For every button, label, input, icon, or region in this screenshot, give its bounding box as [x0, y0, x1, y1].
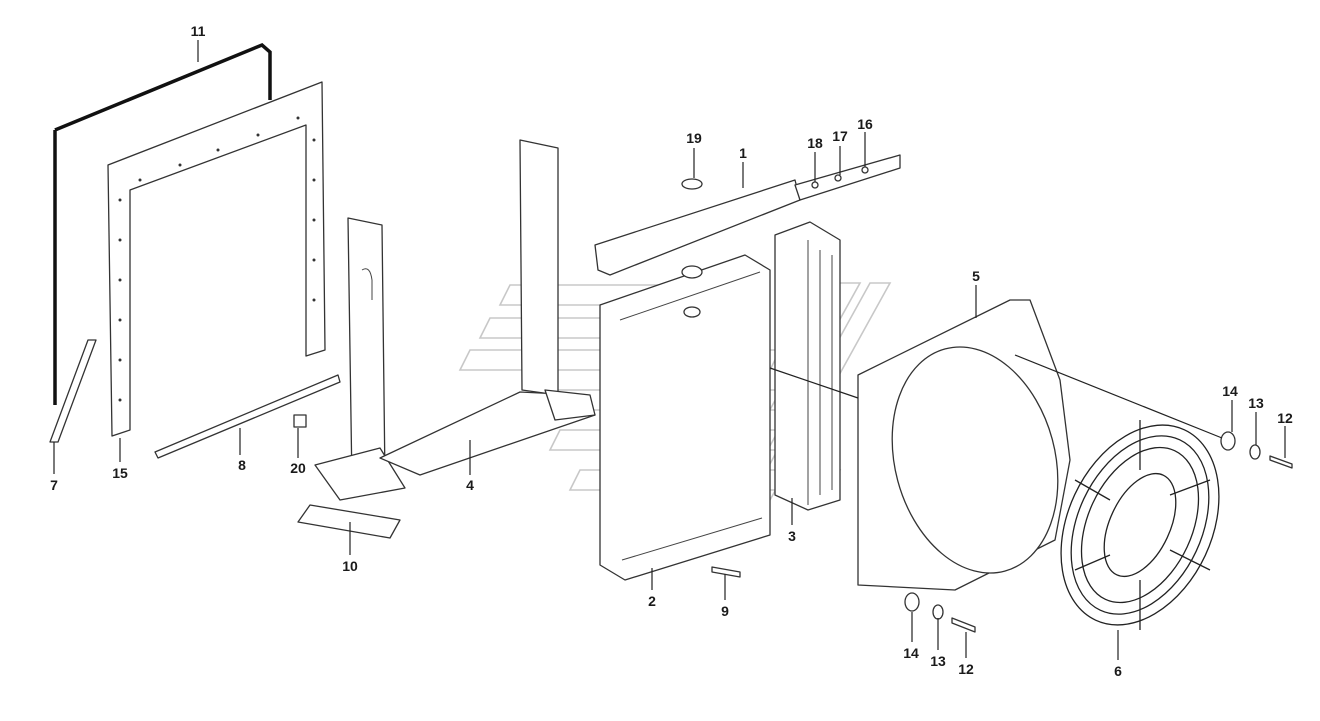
- callout-12-bottom: 12: [958, 661, 974, 677]
- brace-bar: [154, 374, 341, 459]
- callout-8: 8: [238, 457, 246, 473]
- callout-4: 4: [466, 477, 474, 493]
- callout-20: 20: [290, 460, 306, 476]
- leader-lines: [53, 40, 1286, 660]
- fastener-set-bottom: [904, 592, 976, 633]
- fastener-set-right: [1220, 431, 1293, 469]
- callout-13-bottom: 13: [930, 653, 946, 669]
- fan-guard-grille: [1060, 420, 1220, 630]
- top-cover-bracket: [594, 154, 901, 276]
- seal-strip: [53, 42, 272, 405]
- callout-2: 2: [648, 593, 656, 609]
- side-tank: [774, 221, 841, 511]
- callout-6: 6: [1114, 663, 1122, 679]
- fan-shroud: [857, 299, 1071, 591]
- gasket-panel: [107, 81, 326, 437]
- nut: [293, 414, 307, 428]
- callout-16: 16: [857, 116, 873, 132]
- callout-5: 5: [972, 268, 980, 284]
- callout-10: 10: [342, 558, 358, 574]
- callout-19: 19: [686, 130, 702, 146]
- callout-15: 15: [112, 465, 128, 481]
- callout-13-right: 13: [1248, 395, 1264, 411]
- stay-rod: [49, 339, 97, 443]
- callout-1: 1: [739, 145, 747, 161]
- callout-14-right: 14: [1222, 383, 1238, 399]
- base-plate: [297, 504, 401, 539]
- support-bracket: [314, 139, 596, 501]
- callout-9: 9: [721, 603, 729, 619]
- callout-14-bottom: 14: [903, 645, 919, 661]
- callout-labels: 11 1 19 18 17 16 5 14 13 12 7 15 8 20 4 …: [50, 23, 1293, 679]
- callout-3: 3: [788, 528, 796, 544]
- drain-bolt: [711, 566, 741, 578]
- callout-17: 17: [832, 128, 848, 144]
- callout-7: 7: [50, 477, 58, 493]
- filler-cap: [681, 178, 703, 190]
- callout-11: 11: [191, 23, 206, 39]
- callout-18: 18: [807, 135, 823, 151]
- callout-12-right: 12: [1277, 410, 1293, 426]
- radiator-core: [599, 254, 771, 581]
